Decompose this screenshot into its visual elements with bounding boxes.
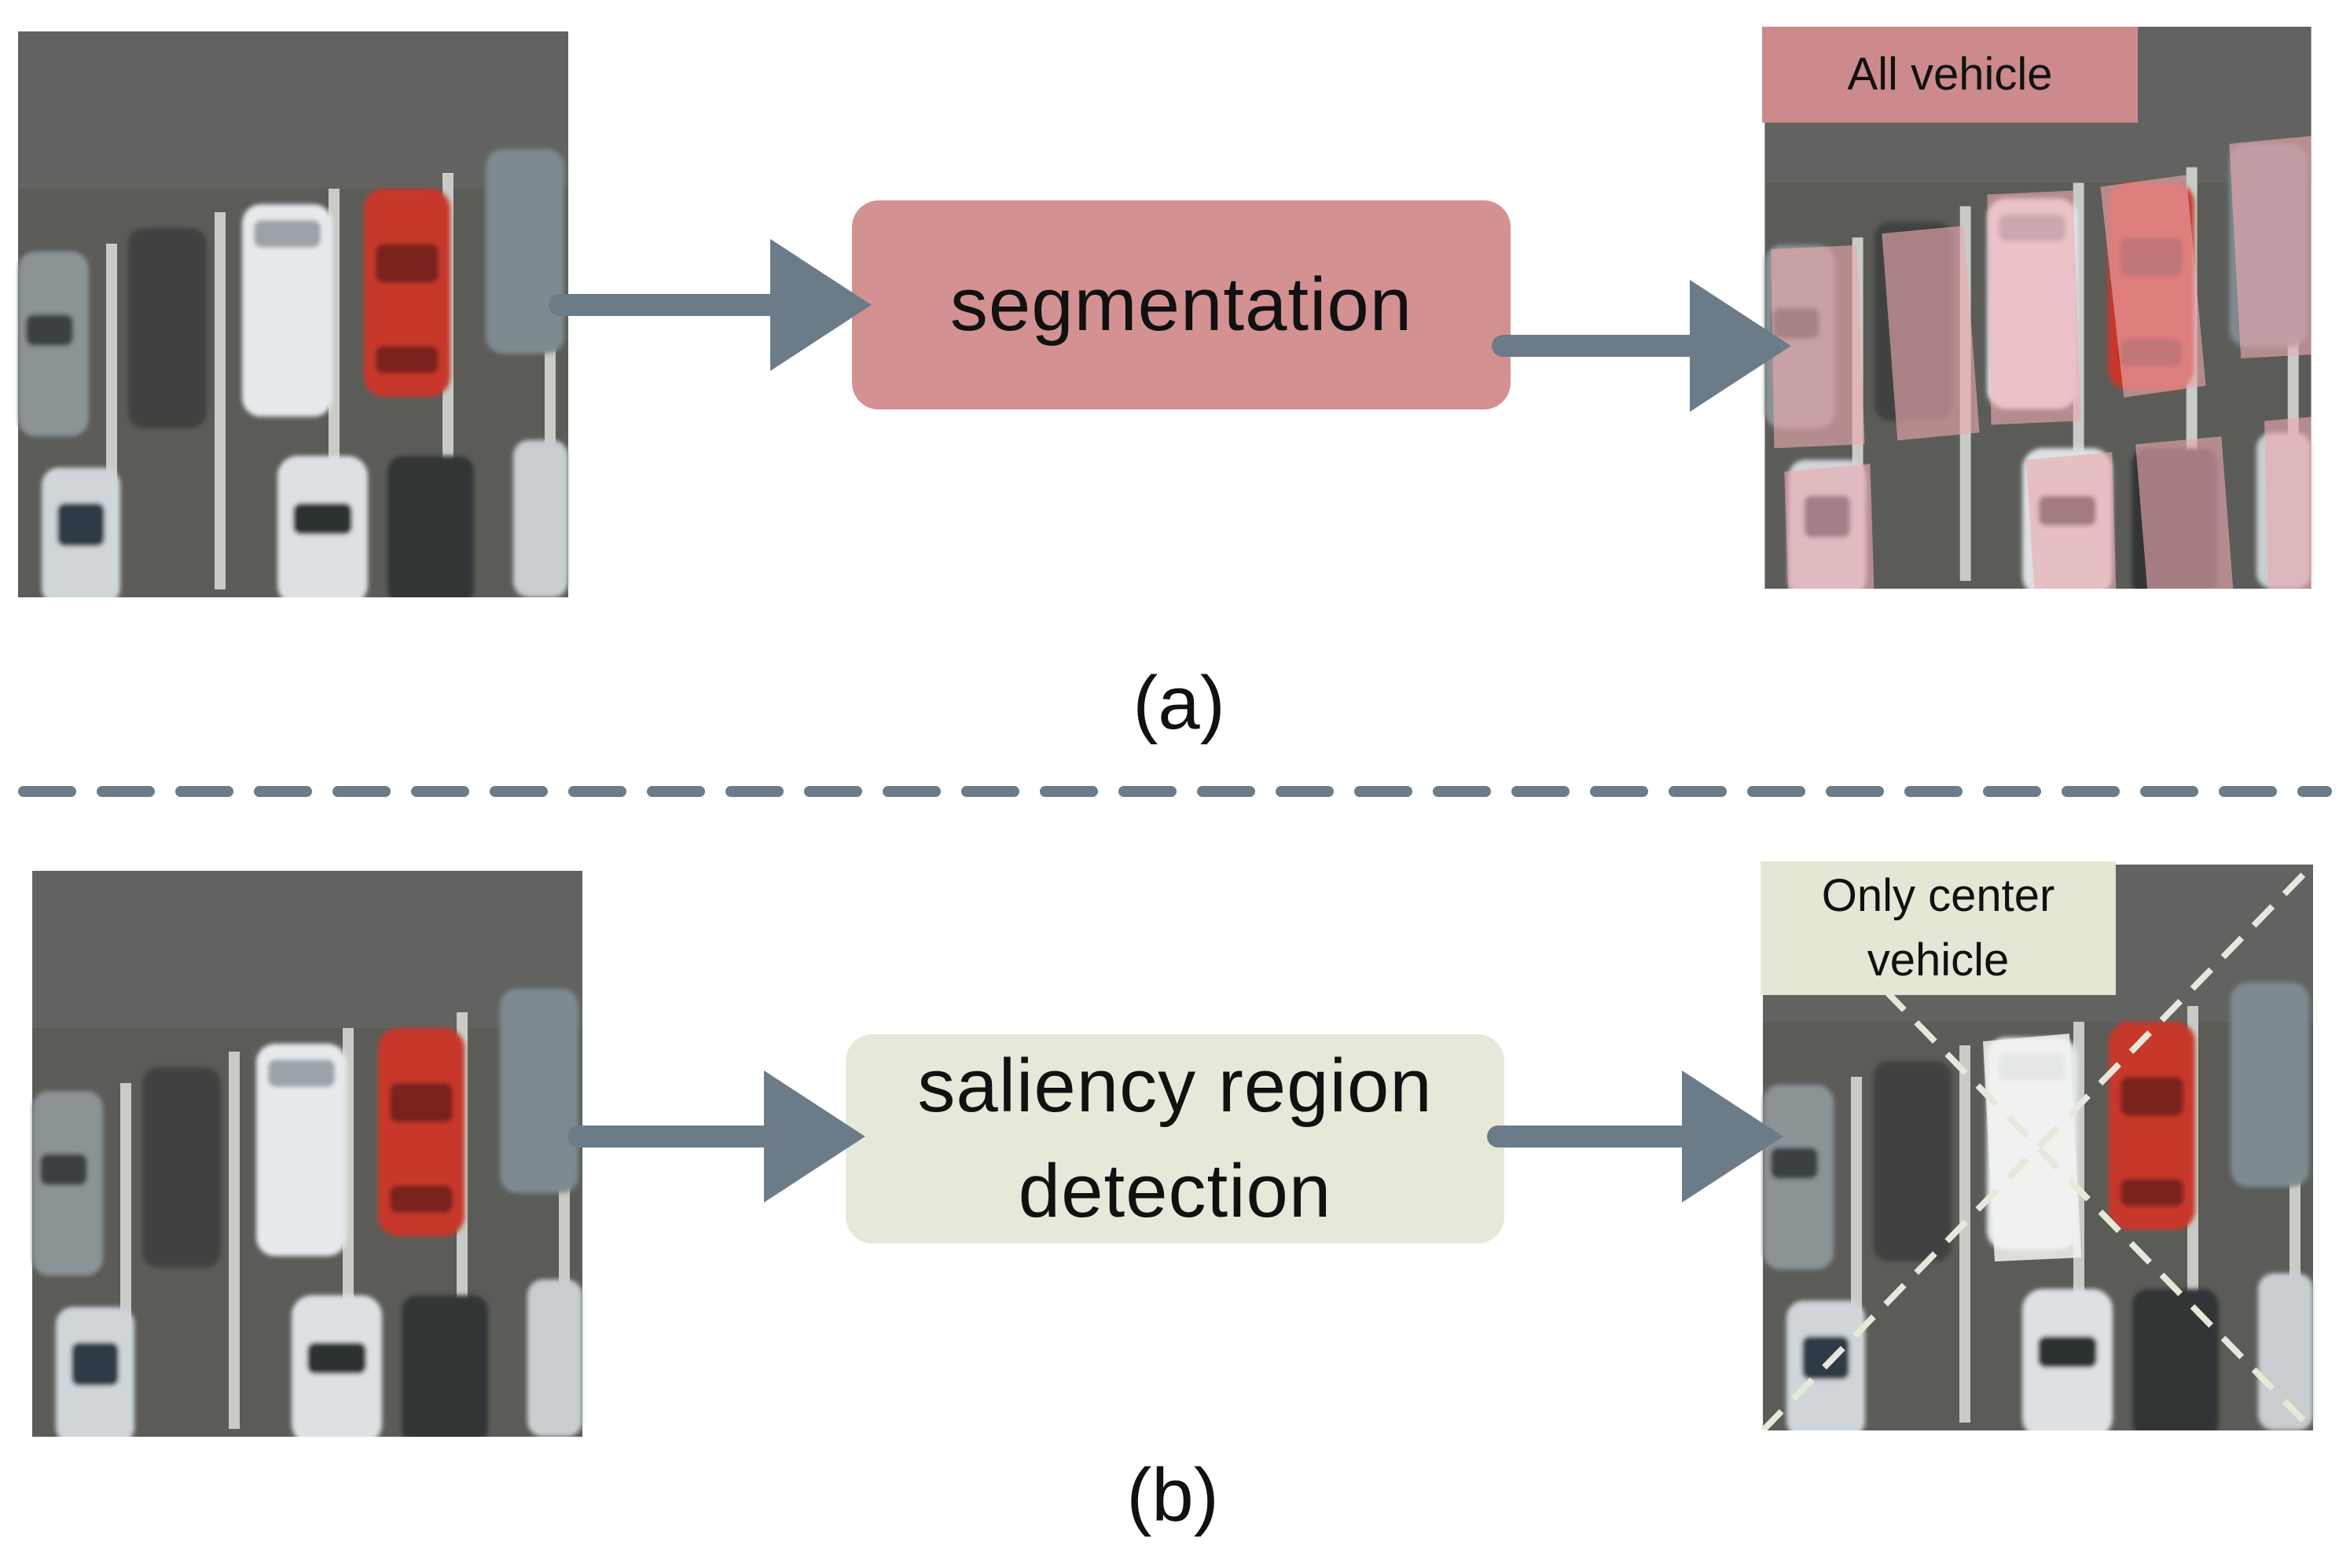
output-image-a [1761, 27, 2311, 589]
output-tag-b-line1: Only center [1821, 870, 2055, 921]
output-image-b [1761, 865, 2315, 1430]
center-vehicle-highlight [1983, 1034, 2081, 1261]
vehicle-mask [2229, 136, 2311, 359]
vehicle-mask [1987, 190, 2081, 425]
caption-b: (b) [1126, 1453, 1219, 1537]
output-tag-a: All vehicle [1762, 27, 2138, 123]
vehicle-mask [1771, 245, 1865, 449]
saliency-box-line1: saliency region [917, 1044, 1433, 1128]
vehicle-mask [1882, 226, 1980, 441]
segmentation-box: segmentation [852, 200, 1511, 409]
caption-a: (a) [1133, 661, 1225, 745]
vehicle-mask [1784, 464, 1874, 589]
saliency-detection-box: saliency region detection [846, 1034, 1504, 1243]
vehicle-mask [2100, 174, 2206, 398]
output-tag-b: Only center vehicle [1761, 861, 2116, 995]
vehicle-mask [2264, 417, 2311, 589]
output-tag-b-line2: vehicle [1867, 935, 2010, 986]
vehicle-mask [2135, 436, 2234, 589]
saliency-box-line2: detection [1018, 1149, 1332, 1233]
vehicle-masks [1771, 136, 2311, 589]
vehicle-mask [2026, 452, 2117, 589]
